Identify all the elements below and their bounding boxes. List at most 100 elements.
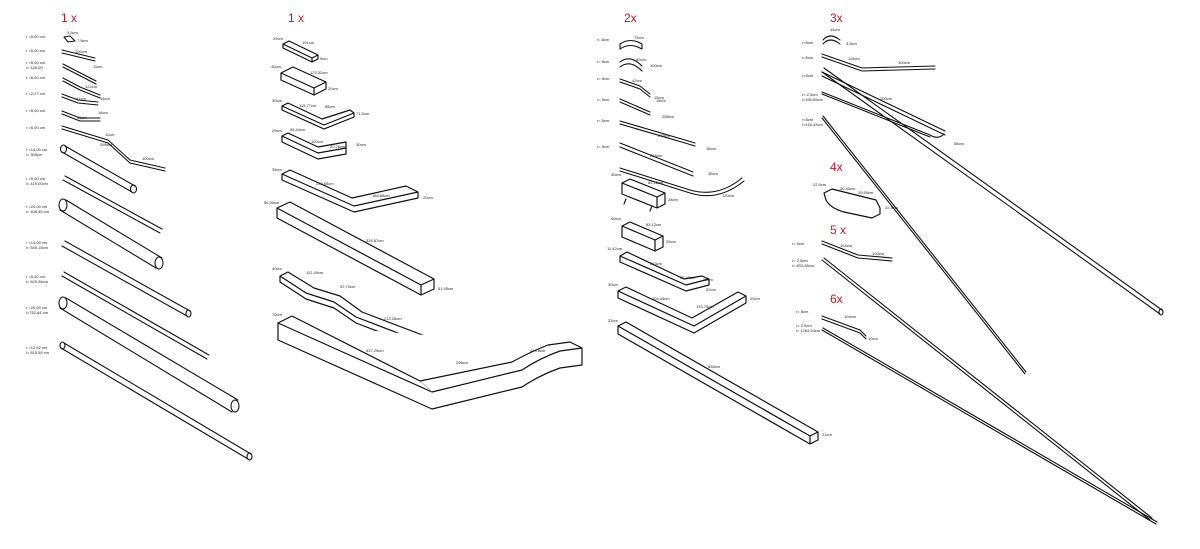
c2-dim: 101cm bbox=[302, 40, 315, 45]
bent-pipe-thin bbox=[821, 91, 945, 138]
c1-dim: 11cm bbox=[93, 64, 103, 69]
header-col4: 3x bbox=[830, 11, 843, 25]
c1-radius: r =14,00 cm bbox=[26, 240, 48, 245]
c4-g4-dim: 22,5cm bbox=[885, 205, 899, 210]
column-1-pipes: r =5,00 cm r =5,00 cm r =5,00 cm l= 126,… bbox=[26, 30, 253, 461]
c4-g6: r= 5cm bbox=[796, 309, 809, 314]
c3-dim: 275cm bbox=[658, 133, 671, 138]
c3-dim: 36,42cm bbox=[680, 275, 696, 280]
l-duct bbox=[281, 169, 419, 213]
small-pipe bbox=[61, 49, 96, 62]
bent-long-pipe bbox=[619, 167, 745, 197]
l-duct bbox=[619, 251, 710, 292]
c2-dim: 449,8cm bbox=[530, 348, 546, 353]
very-long-pipe bbox=[821, 115, 1027, 375]
c2-left: 40cm bbox=[271, 64, 281, 69]
c3-dim: 22cm bbox=[703, 277, 713, 282]
c3-radius: r= 5cm bbox=[597, 97, 610, 102]
straight-pipe bbox=[58, 198, 164, 270]
c2-dim: 20cm bbox=[423, 195, 433, 200]
c1-dim: 100cm bbox=[75, 49, 88, 54]
c3-dim: 42cm bbox=[632, 78, 642, 83]
c4-length: l=416,42cm bbox=[802, 122, 823, 127]
c4-radius: r=5cm bbox=[802, 40, 814, 45]
c1-dim: 81cm bbox=[76, 96, 86, 101]
c1-length: l= 305cm bbox=[26, 152, 43, 157]
c2-dim: 123,52cm bbox=[310, 70, 328, 75]
bent-pipe bbox=[619, 78, 651, 98]
c3-dim: 22cm bbox=[706, 287, 716, 292]
c4-g5-dim: 104cm bbox=[840, 243, 853, 248]
c1-length: l= 419,00cm bbox=[26, 181, 49, 186]
c4-dim: 115cm bbox=[848, 56, 860, 61]
c2-dim: 250,65cm bbox=[316, 181, 334, 186]
c4-g6: l= 1264,94cm bbox=[796, 328, 821, 333]
c3-dim: 100cm bbox=[650, 63, 663, 68]
box-duct bbox=[280, 66, 327, 96]
c3-dim: 218cm bbox=[650, 153, 663, 158]
c3-dim: 35cm bbox=[708, 171, 718, 176]
c4-dim: 200cm bbox=[880, 96, 893, 101]
c4-dim: 58cm bbox=[954, 141, 964, 146]
c1-radius: r =5,20 cm bbox=[26, 274, 46, 279]
c1-radius: r =2,27 cm bbox=[26, 91, 46, 96]
bent-pipe-5x bbox=[821, 240, 893, 262]
header-6x: 6x bbox=[830, 292, 843, 306]
box-fitting bbox=[621, 178, 666, 209]
c1-radius: r =5,00 cm bbox=[26, 34, 46, 39]
c1-radius: r =12,52 cm bbox=[26, 345, 48, 350]
c3-dim: 213cm bbox=[650, 261, 663, 266]
c4-g6: r= 2,5cm bbox=[796, 323, 812, 328]
c2-left: 29cm bbox=[272, 128, 282, 133]
offset-duct bbox=[281, 132, 347, 160]
c1-radius: r =20,00 cm bbox=[26, 204, 48, 209]
c4-dim: 14cm bbox=[830, 27, 840, 32]
c3-dim: 28cm bbox=[668, 197, 678, 202]
c2-dim: 20cm bbox=[328, 86, 338, 91]
c1-radius: r =8,00 cm bbox=[26, 75, 46, 80]
elbow-pipe bbox=[619, 58, 643, 72]
c3-dim: 21cm bbox=[822, 432, 832, 437]
c4-dim: 3,5cm bbox=[846, 41, 858, 46]
c3-dim: 15cm bbox=[706, 146, 716, 151]
c4-g6-dim: 104cm bbox=[844, 314, 857, 319]
c3-left: 22cm bbox=[608, 318, 618, 323]
c2-dim: 20,26cm bbox=[330, 144, 346, 149]
c2-left: 30cm bbox=[272, 98, 282, 103]
c1-dim: 100cm bbox=[142, 156, 155, 161]
c3-dim: 120cm bbox=[722, 193, 735, 198]
c2-dim: 296cm bbox=[456, 360, 469, 365]
c3-dim: 82,12cm bbox=[646, 222, 662, 227]
c3-dim: 835cm bbox=[708, 364, 721, 369]
column-4-parts: r=5cm r=5cm r=5cm r= 2,5cm l=390,55cm r=… bbox=[792, 27, 1164, 525]
long-bent-pipe bbox=[61, 125, 166, 172]
header-5x: 5 x bbox=[830, 223, 846, 237]
c1-dim: 56cm bbox=[77, 115, 87, 120]
c3-dim: 258cm bbox=[662, 114, 675, 119]
c1-dim: 7,5cm bbox=[77, 38, 89, 43]
c4-length: l=390,55cm bbox=[802, 97, 823, 102]
c3-dim: 15cm bbox=[654, 95, 664, 100]
c3-dim: 133,75cm bbox=[696, 304, 714, 309]
c3-radius: r= 5cm bbox=[597, 118, 610, 123]
c3-left: 11,42cm bbox=[607, 246, 623, 251]
c2-dim: 213,26cm bbox=[384, 316, 402, 321]
small-bent-pipe bbox=[61, 110, 101, 122]
c4-radius: r=5cm bbox=[802, 73, 814, 78]
c3-dim: 204,44cm bbox=[652, 296, 670, 301]
c1-radius: r =5,00 cm bbox=[26, 60, 46, 65]
c2-dim-line bbox=[291, 315, 433, 393]
c2-left: 56,90cm bbox=[264, 200, 280, 205]
column-3-parts: r= 8cm r= 8cm r= 5cm r= 5cm r= 5cm r= 5c… bbox=[597, 35, 832, 445]
c1-length: l=752,64 cm bbox=[26, 310, 49, 315]
c1-radius: r =14,00 cm bbox=[26, 147, 48, 152]
straight-pipe bbox=[59, 144, 138, 194]
c4-radius: r=5cm bbox=[802, 55, 814, 60]
long-duct bbox=[276, 201, 435, 296]
small-duct bbox=[282, 40, 319, 63]
c4-dim: 100cm bbox=[898, 60, 911, 65]
small-bent-pipe bbox=[61, 93, 99, 106]
c4-g4-dim: 22,5cm bbox=[813, 182, 827, 187]
c4-g4-dim: 29,55cm bbox=[858, 190, 874, 195]
